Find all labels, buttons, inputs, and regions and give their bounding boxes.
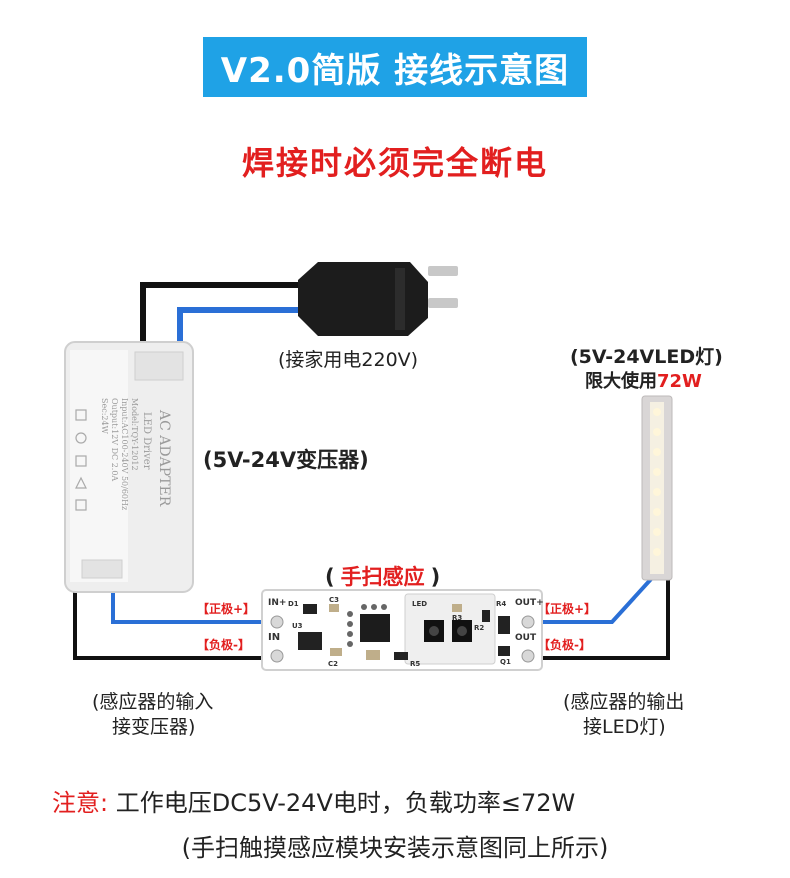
adapter-print-2: Model:TQY-12012 [130,398,139,471]
pcb-mark-c3: C3 [329,596,339,604]
pcb-mark-d1: D1 [288,600,299,608]
output-wire-negative [540,580,670,660]
input-caption-line2: 接变压器) [112,716,196,738]
pcb-mark-in-plus: IN+ [268,598,286,608]
terminal-output-positive: 【正极+】 [538,602,597,616]
pcb-mark-in: IN [268,632,280,643]
page-title: V2.0简版 接线示意图 [203,37,587,97]
pcb-mark-r2: R2 [474,624,484,632]
pcb-mark-r3: R3 [452,614,462,622]
led-limit-prefix: 限大使用 [585,371,657,392]
led-limit-value: 72W [657,371,702,392]
led-light-bar [641,395,673,581]
sensor-label-main: 手扫感应 [340,565,425,589]
terminal-input-negative: 【负极-】 [197,638,250,652]
transformer-box: AC ADAPTER LED Driver Model:TQY-12012 In… [64,341,194,593]
adapter-print-0: AC ADAPTER [156,409,172,507]
note-line-2: (手扫触摸感应模块安装示意图同上所示) [181,834,609,862]
output-caption-line2: 接LED灯) [583,716,666,738]
output-caption-line1: (感应器的输出 [563,691,685,713]
pcb-mark-r5: R5 [410,660,420,668]
pcb-mark-r4: R4 [496,600,506,608]
plug-label: (接家用电220V) [278,349,419,371]
warning-text: 焊接时必须完全断电 [241,144,548,182]
pcb-mark-c2: C2 [328,660,338,668]
plug-wire-positive [177,307,300,345]
note-line: 注意: 工作电压DC5V-24V电时，负载功率≤72W [52,783,575,818]
plug-wire-negative [140,282,300,345]
led-label: (5V-24VLED灯) [570,346,723,368]
terminal-input-positive: 【正极+】 [197,602,256,616]
adapter-print-3: Input:AC100-240V 50/60Hz [120,398,129,510]
sensor-label-open: ( [325,565,335,589]
led-limit: 限大使用72W [585,367,702,393]
sensor-label-close: ) [430,565,441,589]
adapter-print-4: Output:12V DC 2.0A [110,398,119,481]
pcb-mark-led: LED [412,600,427,608]
output-wire-positive [540,576,654,624]
pcb-mark-u3: U3 [292,622,303,630]
input-wire-positive [111,590,268,624]
pcb-mark-q1: Q1 [500,658,511,666]
note-prefix: 注意: [52,789,109,817]
adapter-print-5: Sec:24W [100,398,109,435]
note-text: 工作电压DC5V-24V电时，负载功率≤72W [108,789,576,817]
adapter-print-1: LED Driver [141,412,152,470]
transformer-label: (5V-24V变压器) [203,448,369,472]
input-wire-negative [73,590,268,660]
pcb-mark-out: OUT [515,633,537,643]
input-caption-line1: (感应器的输入 [92,691,214,713]
sensor-label: (手扫感应) [325,561,440,591]
terminal-output-negative: 【负极-】 [538,638,591,652]
power-plug [298,262,458,336]
sensor-pcb [261,589,543,671]
pcb-mark-out-plus: OUT+ [515,598,544,608]
